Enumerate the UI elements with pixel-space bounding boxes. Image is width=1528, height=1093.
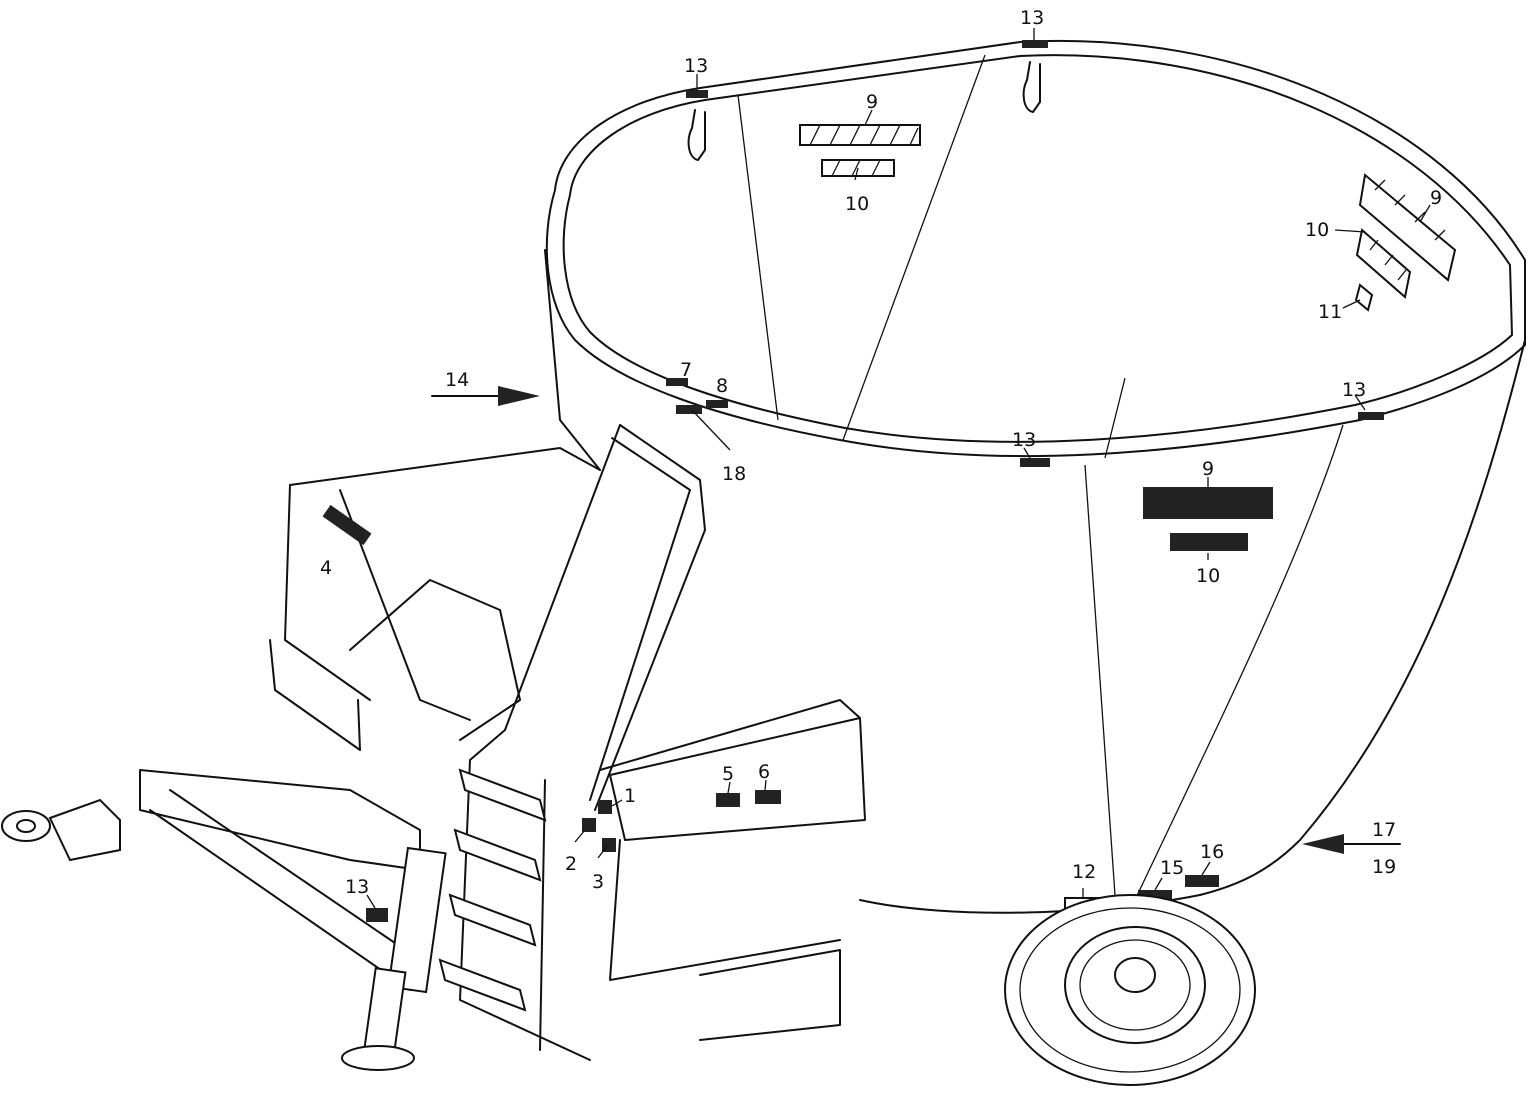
- rim-decal-13-top: [1022, 40, 1048, 48]
- callout-1: 1: [624, 785, 636, 807]
- callout-13-top: 13: [1020, 7, 1044, 29]
- wheel: [1004, 894, 1256, 1086]
- mixer-tub: [544, 40, 1526, 914]
- outer-decal-10: [1170, 533, 1248, 551]
- callout-6: 6: [758, 761, 770, 783]
- callout-12: 12: [1072, 861, 1096, 883]
- inner-decal-9-back: [799, 124, 921, 146]
- arrow-17: [1302, 834, 1401, 854]
- callout-13-drawbar: 13: [345, 876, 369, 898]
- inner-decal-10-side: [1355, 228, 1412, 299]
- outer-decal-9: [1143, 487, 1273, 519]
- rim-decal-8: [706, 400, 728, 408]
- front-box: [269, 447, 601, 751]
- hook-left: [687, 109, 706, 161]
- rim-decal-7: [666, 378, 688, 386]
- rim-decal-13-right: [1358, 412, 1384, 420]
- jack-stand: [341, 846, 447, 1071]
- inner-decal-9-side: [1358, 173, 1457, 282]
- leader-lines: [366, 28, 1431, 909]
- callout-5: 5: [722, 763, 734, 785]
- callout-19: 19: [1372, 856, 1396, 878]
- callout-15: 15: [1160, 857, 1184, 879]
- callout-8: 8: [716, 375, 728, 397]
- callout-14: 14: [445, 369, 469, 391]
- rim-decal-13-left: [686, 90, 708, 98]
- decal-4: [322, 504, 372, 546]
- callout-9-front: 9: [1202, 458, 1214, 480]
- callout-10-side: 10: [1305, 219, 1329, 241]
- callout-18: 18: [722, 463, 746, 485]
- decal-2: [582, 818, 596, 832]
- callout-17: 17: [1372, 819, 1396, 841]
- inner-seam-1: [737, 94, 779, 421]
- hub: [1114, 957, 1156, 993]
- callout-16: 16: [1200, 841, 1224, 863]
- callout-9-side: 9: [1430, 187, 1442, 209]
- arrow-14: [431, 386, 540, 406]
- tub-rim-inner: [562, 54, 1513, 443]
- callout-11: 11: [1318, 301, 1342, 323]
- drawbar-decal-13: [366, 908, 388, 922]
- jack-foot: [341, 1045, 415, 1071]
- callout-9-back: 9: [866, 91, 878, 113]
- callout-3: 3: [592, 871, 604, 893]
- decal-5: [716, 793, 740, 807]
- callout-13-right: 13: [1342, 379, 1366, 401]
- callout-13-front: 13: [1012, 429, 1036, 451]
- decal-1: [598, 800, 612, 814]
- ladder-steps: [438, 768, 547, 1012]
- decal-16: [1185, 875, 1219, 887]
- auger-rod: [1104, 377, 1126, 459]
- callout-2: 2: [565, 853, 577, 875]
- callout-10-back: 10: [845, 193, 869, 215]
- rim-decal-13-front: [1020, 458, 1050, 467]
- side-door: [599, 699, 866, 1041]
- inner-seam-3: [1134, 424, 1344, 901]
- hook-right: [1022, 61, 1041, 113]
- callout-7: 7: [680, 359, 692, 381]
- inner-decal-11: [1354, 283, 1374, 312]
- callout-10-front: 10: [1196, 565, 1220, 587]
- outer-seam-1: [1084, 464, 1116, 896]
- callout-13-left: 13: [684, 55, 708, 77]
- ladder: [438, 424, 706, 1061]
- callouts: 1 2 3 4 5 6 7 8 9 9 9 10 10 10 11 12 13 …: [320, 7, 1442, 898]
- decal-6: [755, 790, 781, 804]
- decal-18: [676, 405, 702, 414]
- tub-wall-left: [544, 249, 601, 471]
- callout-4: 4: [320, 557, 332, 579]
- tub-wall-right: [1199, 339, 1526, 896]
- inner-seam-2: [842, 54, 986, 441]
